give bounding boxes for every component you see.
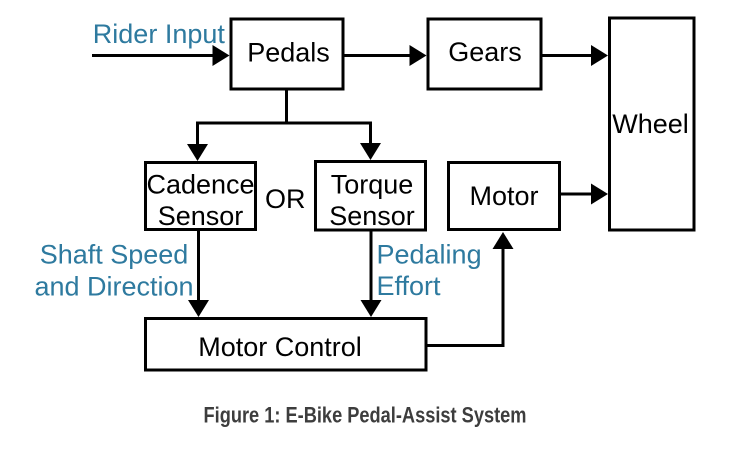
svg-text:Pedaling: Pedaling [377, 240, 482, 270]
svg-text:Gears: Gears [448, 37, 522, 67]
svg-text:Sensor: Sensor [329, 201, 415, 231]
svg-text:Motor: Motor [469, 181, 538, 211]
svg-text:OR: OR [265, 184, 306, 214]
svg-text:Pedals: Pedals [247, 38, 330, 68]
svg-text:and Direction: and Direction [34, 272, 193, 302]
svg-text:Sensor: Sensor [158, 201, 244, 231]
svg-text:Shaft Speed: Shaft Speed [40, 239, 189, 269]
svg-text:Figure 1: E-Bike Pedal-Assist: Figure 1: E-Bike Pedal-Assist System [204, 403, 527, 428]
svg-text:Cadence: Cadence [146, 169, 254, 199]
svg-text:Motor Control: Motor Control [198, 332, 362, 362]
svg-text:Torque: Torque [331, 169, 414, 199]
svg-text:Effort: Effort [377, 271, 442, 301]
svg-text:Rider Input: Rider Input [93, 19, 226, 49]
svg-text:Wheel: Wheel [612, 109, 689, 139]
